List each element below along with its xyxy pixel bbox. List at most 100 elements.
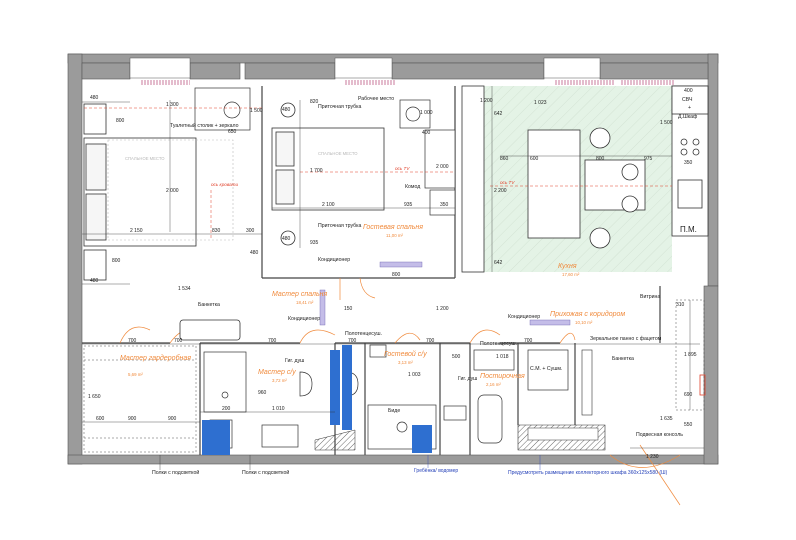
vanity [194,87,251,131]
dim-480c: 480 [250,250,259,256]
bench-1 [179,319,241,341]
dim-700d: 700 [348,338,357,344]
dim-1003: 1 003 [408,372,421,378]
bidet-label: Биде [388,408,400,414]
hall-wall-red [699,374,706,396]
master-ac [319,289,326,326]
vent-label-2: Приточная трубка [318,223,362,229]
laundry-fixtures [473,349,569,444]
dim-350a: 350 [440,202,449,208]
room-hallway: Прихожая с коридором [550,310,625,318]
area-hallway: 10,10 m² [575,320,593,325]
dim-1023: 1 023 [534,100,547,106]
dim-900a: 900 [128,416,137,422]
dim-350b: 350 [684,160,693,166]
dim-900b: 900 [168,416,177,422]
dim-935b: 935 [310,240,319,246]
area-guest-bedroom: 11,00 m² [386,233,404,238]
dim-1635: 1 635 [660,416,673,422]
dim-1534: 1 534 [178,286,191,292]
dim-1500a: 1 500 [250,108,263,114]
dim-2000a: 2 000 [166,188,179,194]
dim-1300a: 1 300 [166,102,179,108]
dim-300a: 300 [246,228,255,234]
washer-label: С.М. + Сушм. [530,366,562,372]
bench-label-2: Банкетка [612,356,634,362]
dim-1018: 1 018 [496,354,509,360]
dimensions: 480 800 650 1 300 1 500 2 000 2 150 830 … [88,95,697,460]
console-label: Подвесная консоль [636,432,683,438]
dim-700a: 700 [128,338,137,344]
showcase-label: Витрина [640,294,660,300]
dresser-label: Комод [405,184,420,190]
dim-2200: 2 200 [494,188,507,194]
room-guest-bedroom: Гостевая спальня [363,224,423,231]
microwave-label: СВЧ [682,97,693,103]
cabinet-note: Предусмотреть размещение коллекторного ш… [508,470,668,476]
windows [129,57,601,79]
dim-800d: 800 [392,272,401,278]
ac-label-2: Кондиционер [288,316,320,322]
guest-bed [271,102,385,246]
mirror-panel [581,349,593,416]
tv-axis-label-1: ось TV [395,166,410,171]
room-laundry: Постирочная [480,373,525,380]
vent-label-1: Приточная трубка [318,104,362,110]
dim-480d: 480 [282,107,291,113]
dim-2100: 2 100 [322,202,335,208]
dim-820: 820 [310,99,319,105]
dim-935: 935 [404,202,413,208]
kitchen-plus: + [688,105,691,111]
shelves-label-2: Полки с подсветкой [242,469,289,476]
dim-2000b: 2 000 [436,164,449,170]
dim-1650: 1 650 [88,394,101,400]
tv-axis-label-2: ось TV [500,180,515,185]
hygiene-label-1: Гиг. душ [285,358,304,364]
area-guest-bath: 3,13 m² [398,360,413,365]
room-kitchen: Кухня [558,263,577,270]
riser-label: Гребёнка/ водомер [414,468,458,474]
oven-label: Д.Шкаф [678,114,698,120]
pm-label: П.М. [680,225,697,234]
dim-400: 400 [422,130,431,136]
dim-800c: 800 [596,156,605,162]
dim-200: 200 [222,406,231,412]
mirror-panel-label: Зеркальное панно с фацетом [590,336,662,342]
dim-480a: 480 [90,95,99,101]
area-master-bath: 3,72 m² [272,378,287,383]
towel-label-1: Полотенцесуш. [345,331,382,337]
dim-860: 860 [500,156,509,162]
dim-1000: 1 000 [420,110,433,116]
master-bed [83,103,197,281]
dim-480b: 480 [90,278,99,284]
dim-690: 690 [684,392,693,398]
kitchen-furniture [461,85,709,273]
desk [399,99,456,216]
master-bath-tiles [202,350,340,455]
dim-550: 550 [684,422,693,428]
ac-label-1: Кондиционер [318,257,350,263]
dim-1010: 1 010 [272,406,285,412]
dim-975: 975 [644,156,653,162]
dim-310: 310 [676,302,685,308]
kitchen-num-400: 400 [684,88,693,94]
hygiene-label-2: Гиг. душ [458,376,477,382]
guest-bath-tiles [342,345,432,453]
area-kitchen: 17,60 m² [562,272,580,277]
dimension-lines [82,86,704,449]
hall-ac [529,319,571,326]
dim-650: 650 [228,129,237,135]
dim-1500b: 1 500 [660,120,673,126]
dim-830: 830 [212,228,221,234]
dim-1230: 1 230 [646,454,659,460]
ghost-label-2: СПАЛЬНОЕ МЕСТО [318,151,358,156]
room-master-bath: Мастер с/у [258,369,296,376]
dim-642a: 642 [494,111,503,117]
bottom-callouts: Полки с подсветкой Полки с подсветкой Гр… [152,455,668,476]
ac-label-3: Кондиционер [508,314,540,320]
dim-700e: 700 [426,338,435,344]
dim-150: 150 [344,306,353,312]
dim-1895: 1 895 [684,352,697,358]
room-labels: Мастер спальня 18,41 m² Гостевая спальня… [120,224,625,387]
